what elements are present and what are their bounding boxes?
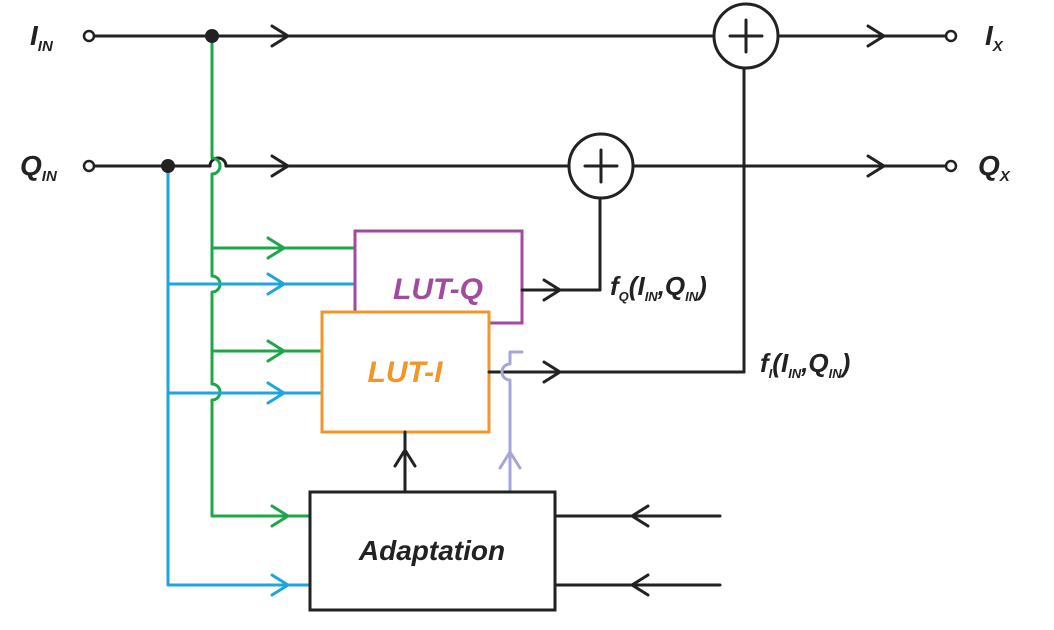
- q-in-label: QIN: [20, 150, 58, 185]
- i-in-label: IIN: [30, 20, 54, 55]
- adaptation-to-lut-i-path: [393, 430, 417, 494]
- q-path: [92, 154, 948, 178]
- lut-i-label: LUT-I: [368, 356, 444, 389]
- q-junction-dot: [161, 159, 175, 173]
- fi-path: [487, 66, 746, 384]
- q-x-label: QX: [978, 150, 1011, 185]
- adaptation-block: [308, 490, 557, 612]
- q-in-terminal: [82, 159, 96, 173]
- fq-path: [520, 196, 602, 302]
- i-junction-dot: [205, 29, 219, 43]
- adaptation-label: Adaptation: [358, 535, 505, 566]
- i-x-label: IX: [985, 20, 1004, 55]
- feedback-inputs: [553, 504, 722, 597]
- i-x-terminal: [944, 29, 958, 43]
- i-path: [92, 24, 948, 48]
- q-branch-blue: [166, 164, 357, 597]
- q-x-terminal: [944, 159, 958, 173]
- i-summer: [712, 2, 780, 70]
- i-branch-green: [210, 34, 357, 528]
- fq-label: fQ(IIN,QIN): [610, 271, 707, 304]
- q-summer: [567, 132, 635, 200]
- lut-q-label: LUT-Q: [393, 273, 483, 306]
- adaptation-to-lut-q-path: [498, 350, 524, 494]
- i-in-terminal: [82, 29, 96, 43]
- fi-label: fI(IIN,QIN): [760, 348, 850, 381]
